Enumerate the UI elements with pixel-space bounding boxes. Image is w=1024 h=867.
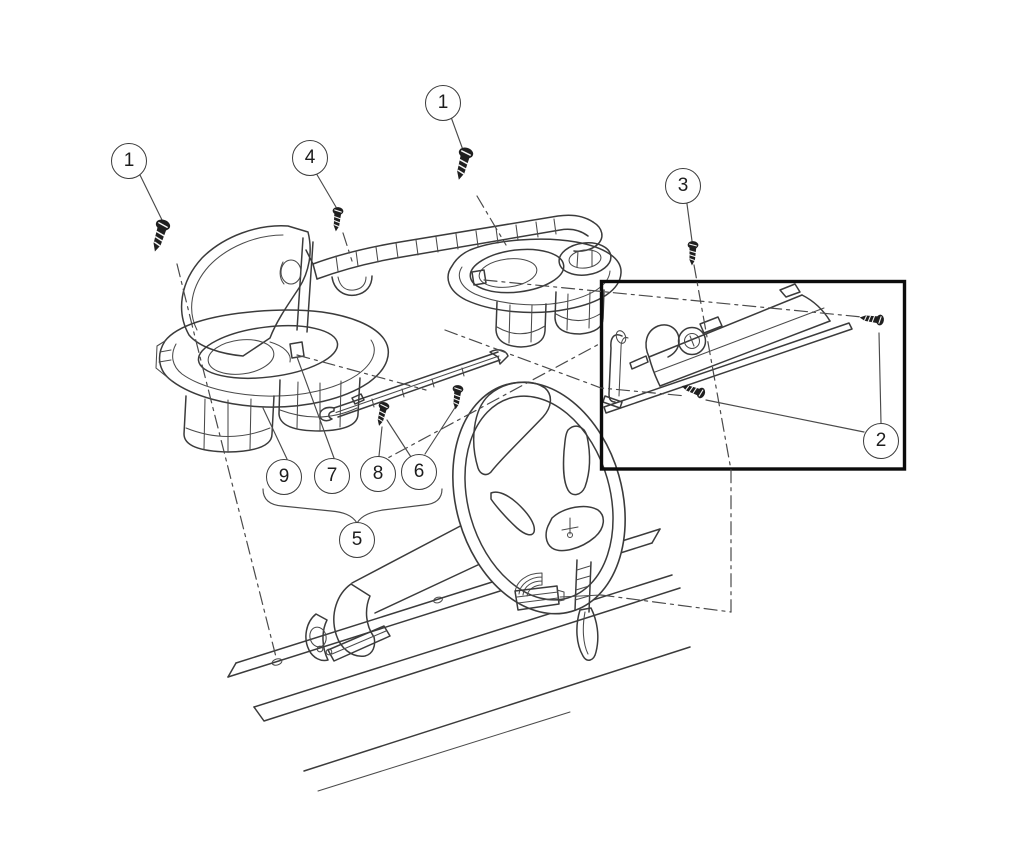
screw-icon xyxy=(329,206,345,233)
shaft-strap xyxy=(576,607,599,661)
callout-1-left: 1 xyxy=(111,143,147,179)
callout-6: 6 xyxy=(401,454,437,490)
cup-well xyxy=(278,377,361,432)
callout-4: 4 xyxy=(292,140,328,176)
wheel-right-opening xyxy=(562,425,591,496)
key-switch xyxy=(677,326,707,356)
callout-leaders xyxy=(139,116,882,460)
dash-support-rail xyxy=(319,349,509,422)
dash-beam xyxy=(305,214,603,297)
cup-well xyxy=(183,395,275,453)
callout-3: 3 xyxy=(665,168,701,204)
inset-box xyxy=(599,279,907,471)
wheel-upper-opening xyxy=(473,381,552,476)
wiring-harness xyxy=(514,572,565,611)
mounting-clip xyxy=(471,269,487,286)
callout-5: 5 xyxy=(339,522,375,558)
cup-well xyxy=(554,289,605,335)
left-cupholder-tray xyxy=(158,309,389,408)
screw-icon xyxy=(858,311,886,327)
group-brace xyxy=(262,488,443,525)
wheel-lower-opening xyxy=(545,505,604,552)
steering-column-base xyxy=(305,583,391,662)
screw-icon xyxy=(449,383,465,411)
steering-shaft xyxy=(574,559,599,661)
screw-icon xyxy=(685,240,700,267)
wire-connector xyxy=(514,585,560,611)
screw-icon xyxy=(147,217,173,255)
left-cupholder-assembly xyxy=(155,225,389,453)
frame-rails xyxy=(227,528,691,792)
dash-cowl-panel xyxy=(180,225,311,357)
steering-wheel-emblem xyxy=(561,517,579,539)
callout-1-right: 1 xyxy=(425,85,461,121)
screw-icon xyxy=(451,145,476,183)
projection-lines xyxy=(176,195,863,658)
callout-7: 7 xyxy=(314,458,350,494)
screw-icon xyxy=(373,400,391,428)
cup-well xyxy=(495,301,547,348)
wheel-left-slot xyxy=(490,491,536,536)
steering-wheel xyxy=(452,381,626,615)
right-cupholder-assembly xyxy=(447,238,622,348)
column-notch xyxy=(645,324,680,358)
callout-2: 2 xyxy=(863,423,899,459)
right-cupholder-tray xyxy=(447,238,622,314)
connector-leader xyxy=(559,594,602,598)
callout-9: 9 xyxy=(266,459,302,495)
steering-column-cover xyxy=(602,283,853,414)
steering-column xyxy=(351,521,498,614)
mounting-clip xyxy=(289,341,305,359)
callout-8: 8 xyxy=(360,456,396,492)
